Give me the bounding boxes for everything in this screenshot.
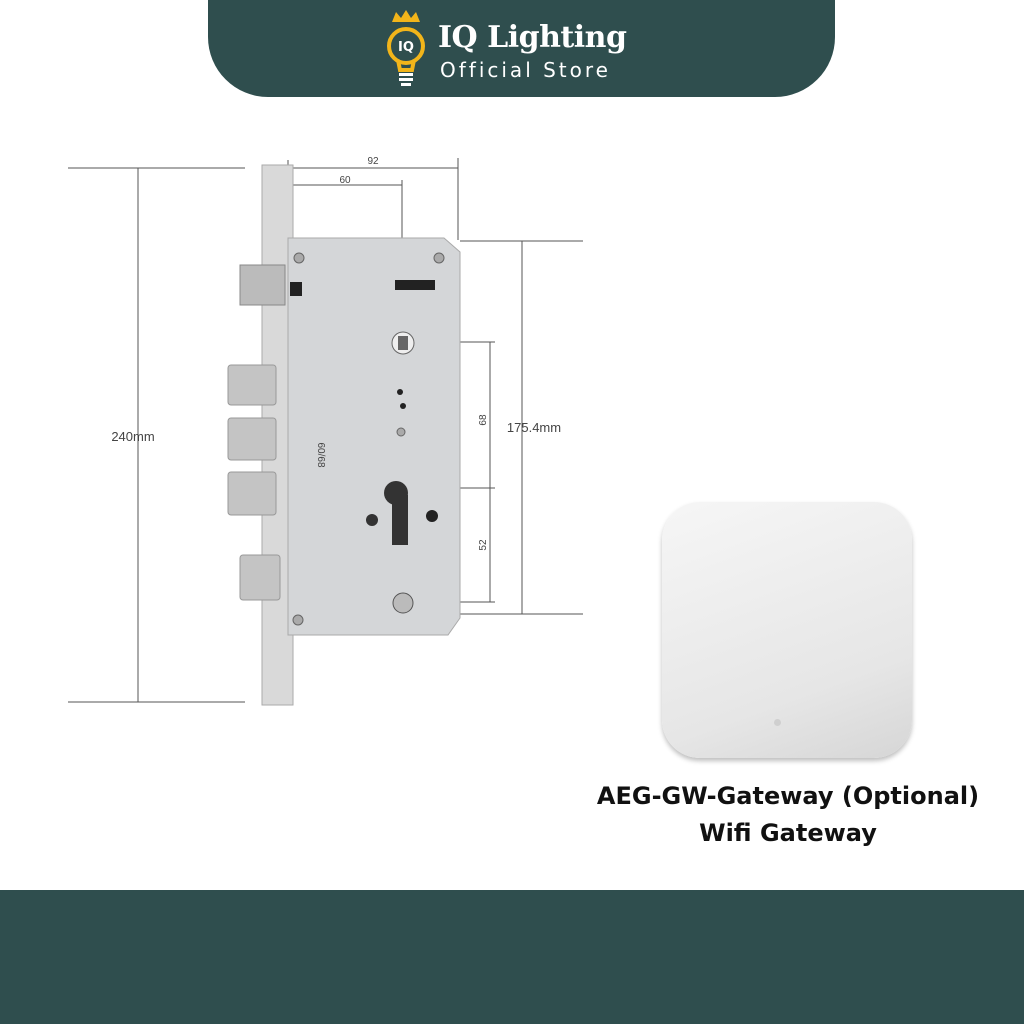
wifi-gateway-image <box>662 502 912 758</box>
mortise-lock-diagram: 240mm 175.4mm 92 60 68 52 60/68 <box>68 156 583 706</box>
brand-subtitle: Official Store <box>440 58 611 82</box>
case-marking: 60/68 <box>315 442 326 467</box>
backset-60-label: 60 <box>339 175 351 186</box>
spacing-52-label: 52 <box>478 539 489 551</box>
footer-band <box>0 890 1024 1024</box>
product-name: AEG-GW-Gateway (Optional) <box>596 782 980 810</box>
store-header-banner: IQ <box>208 0 835 97</box>
brand-name: IQ Lighting <box>438 20 627 55</box>
product-type: Wifi Gateway <box>699 819 877 847</box>
lightbulb-logo-icon: IQ <box>387 10 425 86</box>
height-240mm-label: 240mm <box>111 429 154 444</box>
gateway-led <box>774 719 781 726</box>
case-height-label: 175.4mm <box>507 420 561 435</box>
spacing-68-label: 68 <box>478 414 489 426</box>
width-92-label: 92 <box>367 156 379 167</box>
logo-mark-text: IQ <box>398 40 414 55</box>
